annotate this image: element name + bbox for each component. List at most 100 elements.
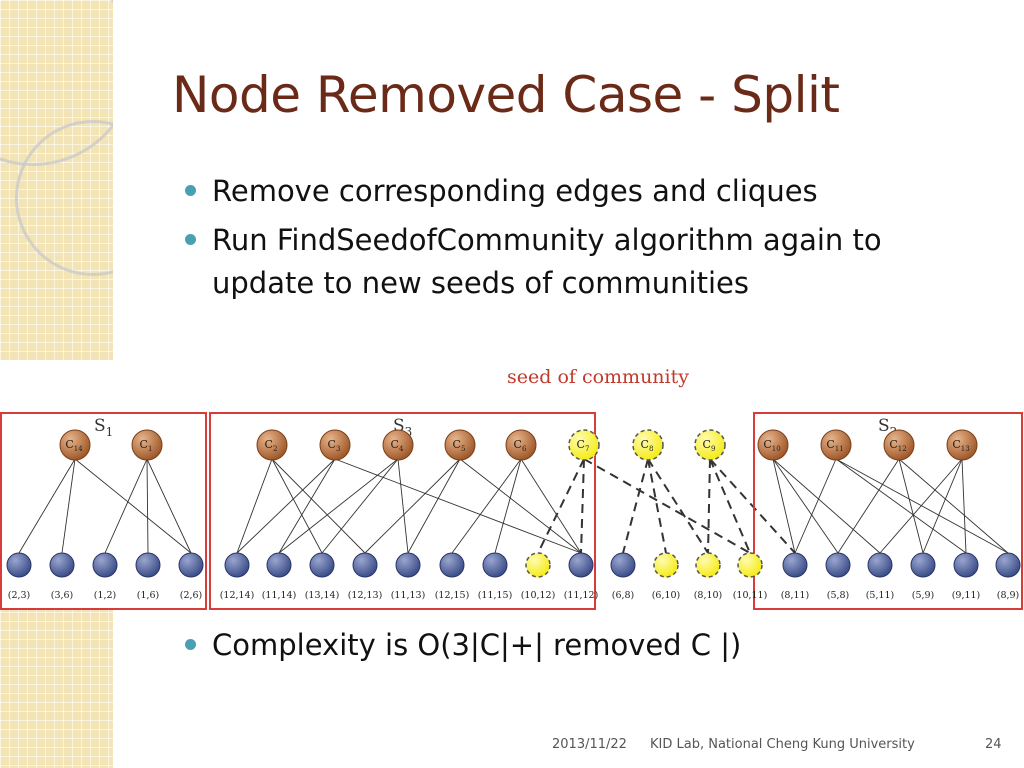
link-C12-(5,9) <box>898 458 924 554</box>
page-number: 24 <box>985 737 1002 752</box>
edge-node-label: (12,13) <box>348 590 383 601</box>
bullet-icon <box>185 185 196 196</box>
edge-node <box>995 552 1021 578</box>
link-C12-(5,8) <box>837 458 900 554</box>
edge-node-label: (1,6) <box>137 590 160 601</box>
link-C11-(8,11) <box>794 458 837 554</box>
link-C6-(12,15) <box>451 458 522 554</box>
bullet-list: Remove corresponding edges and cliques R… <box>185 170 985 311</box>
link-C7-(10,12) <box>537 458 585 554</box>
link-C4-(13,14) <box>321 458 399 554</box>
link-C11-(9,11) <box>835 458 967 554</box>
edge-node <box>224 552 250 578</box>
link-C2-(12,13) <box>271 458 366 554</box>
seed-caption: seed of community <box>507 366 689 388</box>
edge-node-label: (11,12) <box>564 590 599 601</box>
clique-node-C1 <box>131 429 163 461</box>
edge-node-label: (13,14) <box>305 590 340 601</box>
clique-node-C7 <box>568 429 600 461</box>
link-C3-(11,12) <box>334 458 582 554</box>
link-C5-(11,12) <box>459 458 582 554</box>
edge-node <box>953 552 979 578</box>
bullet-text: Remove corresponding edges and cliques <box>212 174 818 208</box>
edge-node <box>309 552 335 578</box>
link-C14-(3,6) <box>61 458 76 554</box>
link-C11-(8,9) <box>835 458 1009 554</box>
bullet-icon <box>185 234 196 245</box>
link-C13-(9,11) <box>961 458 967 554</box>
bullet-text: Complexity is O(3|C|+| removed C |) <box>212 628 742 662</box>
group-box-S2 <box>753 412 1023 610</box>
group-box-S3 <box>209 412 596 610</box>
link-C6-(11,12) <box>520 458 582 554</box>
edge-node <box>910 552 936 578</box>
clique-node-C12 <box>883 429 915 461</box>
link-C12-(8,9) <box>898 458 1009 554</box>
footer-date: 2013/11/22 <box>552 737 627 752</box>
clique-node-C11 <box>820 429 852 461</box>
edge-node-label: (1,2) <box>94 590 117 601</box>
link-C3-(11,14) <box>278 458 336 554</box>
edge-node <box>135 552 161 578</box>
link-C8-(8,10) <box>647 458 709 554</box>
edge-node-label: (11,15) <box>478 590 513 601</box>
link-C13-(5,11) <box>879 458 963 554</box>
edge-node-label: (3,6) <box>51 590 74 601</box>
edge-node <box>92 552 118 578</box>
links-layer <box>18 458 1009 554</box>
edge-node-label: (2,3) <box>8 590 31 601</box>
link-C10-(8,11) <box>772 458 796 554</box>
edge-node <box>352 552 378 578</box>
edge-node-label: (2,6) <box>180 590 203 601</box>
edge-node-label: (11,13) <box>391 590 426 601</box>
link-C2-(13,14) <box>271 458 323 554</box>
link-C8-(6,10) <box>647 458 667 554</box>
link-C9-(8,10) <box>707 458 711 554</box>
edge-node <box>6 552 32 578</box>
clique-node-C5 <box>444 429 476 461</box>
bullet-item: Run FindSeedofCommunity algorithm again … <box>185 219 985 305</box>
link-C5-(11,13) <box>407 458 461 554</box>
edge-node-label: (6,10) <box>652 590 681 601</box>
edge-node-label: (5,9) <box>912 590 935 601</box>
link-C7-(10,11) <box>583 458 751 554</box>
link-C13-(5,9) <box>922 458 963 554</box>
clique-node-C14 <box>59 429 91 461</box>
clique-node-C3 <box>319 429 351 461</box>
edge-node <box>825 552 851 578</box>
edge-node <box>653 552 679 578</box>
bullet-text: Run FindSeedofCommunity algorithm again … <box>212 223 882 300</box>
edge-node-label: (5,8) <box>827 590 850 601</box>
clique-node-C8 <box>632 429 664 461</box>
group-box-S1 <box>0 412 207 610</box>
edge-node <box>525 552 551 578</box>
link-C14-(2,6) <box>74 458 192 554</box>
clique-node-C9 <box>694 429 726 461</box>
edge-node <box>482 552 508 578</box>
edge-node-label: (6,8) <box>612 590 635 601</box>
edge-node <box>867 552 893 578</box>
bullet-list-bottom: Complexity is O(3|C|+| removed C |) <box>185 624 985 673</box>
link-C1-(2,6) <box>146 458 192 554</box>
bullet-item: Complexity is O(3|C|+| removed C |) <box>185 624 985 667</box>
edge-node-label: (10,11) <box>733 590 768 601</box>
edge-node <box>178 552 204 578</box>
clique-node-C13 <box>946 429 978 461</box>
edge-node <box>737 552 763 578</box>
bullet-icon <box>185 639 196 650</box>
edge-node-label: (8,10) <box>694 590 723 601</box>
edge-node-label: (11,14) <box>262 590 297 601</box>
link-C6-(11,15) <box>494 458 522 554</box>
footer-organization: KID Lab, National Cheng Kung University <box>650 737 915 752</box>
link-C3-(12,14) <box>236 458 336 554</box>
link-C4-(11,14) <box>278 458 399 554</box>
edge-node-label: (9,11) <box>952 590 981 601</box>
edge-node-label: (8,9) <box>997 590 1020 601</box>
clique-node-C4 <box>382 429 414 461</box>
link-C14-(2,3) <box>18 458 76 554</box>
clique-node-C6 <box>505 429 537 461</box>
link-C5-(12,13) <box>364 458 461 554</box>
link-C1-(1,2) <box>104 458 148 554</box>
edge-node <box>266 552 292 578</box>
edge-node <box>568 552 594 578</box>
